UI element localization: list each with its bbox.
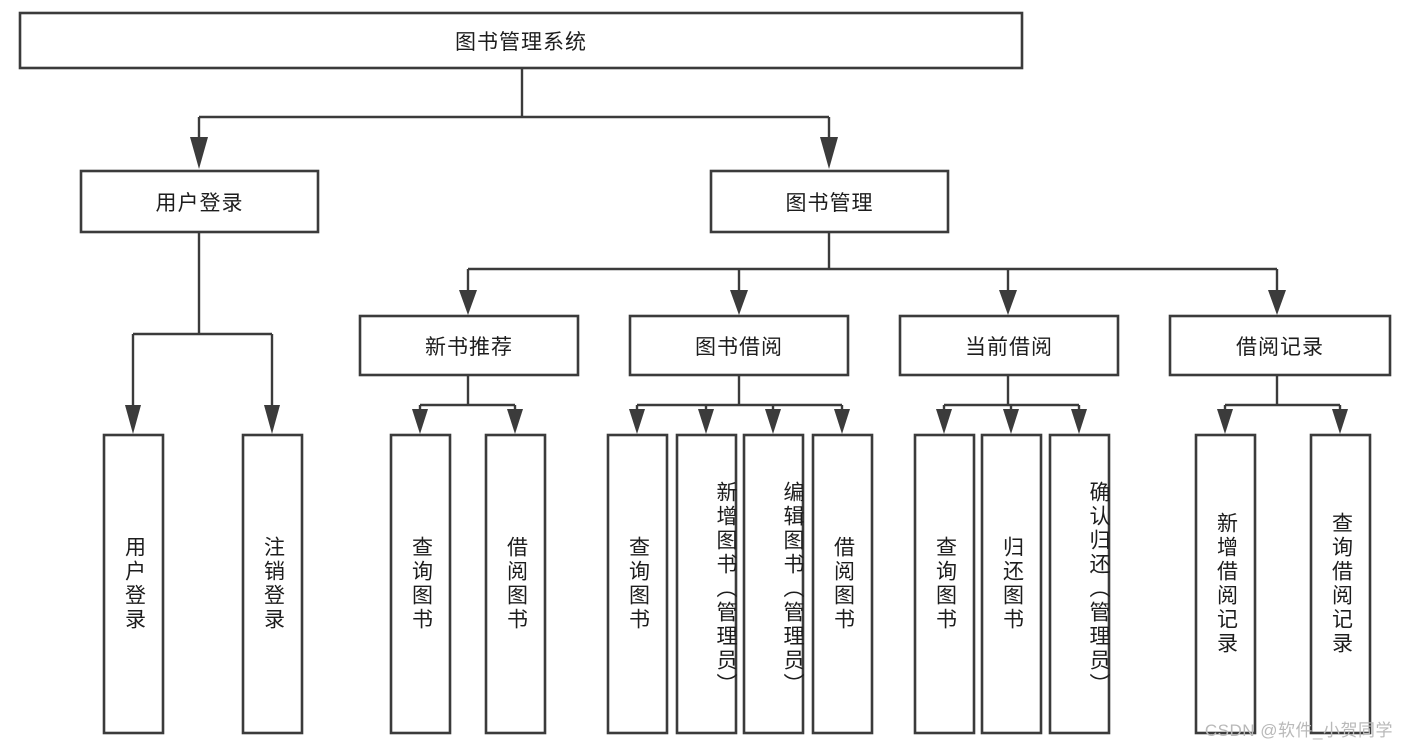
node-box-leaf-book-borrow-1[interactable] xyxy=(606,433,669,735)
node-box-leaf-current-borrow-1[interactable] xyxy=(913,433,976,735)
node-box-new-book-recommend[interactable] xyxy=(358,314,580,377)
node-box-current-borrow[interactable] xyxy=(898,314,1120,377)
arrow-head-leaf-user-login-1 xyxy=(125,405,141,434)
node-box-leaf-current-borrow-3[interactable] xyxy=(1048,433,1111,735)
arrow-head-leaf-book-borrow-2 xyxy=(698,409,714,434)
arrow-head-new-book-recommend xyxy=(459,290,477,315)
arrow-head-leaf-current-borrow-1 xyxy=(936,409,952,434)
csdn-watermark: CSDN @软件_小贺同学 xyxy=(1204,721,1393,740)
arrow-head-leaf-book-borrow-4 xyxy=(834,409,850,434)
arrow-head-leaf-current-borrow-2 xyxy=(1003,409,1019,434)
node-box-leaf-current-borrow-2[interactable] xyxy=(980,433,1043,735)
arrow-head-leaf-current-borrow-3 xyxy=(1071,409,1087,434)
arrow-head-borrow-record xyxy=(1268,290,1286,315)
node-box-user-login[interactable] xyxy=(79,169,320,234)
arrow-head-book-borrow xyxy=(730,290,748,315)
node-box-leaf-borrow-record-2[interactable] xyxy=(1309,433,1372,735)
arrow-head-current-borrow xyxy=(999,290,1017,315)
node-box-leaf-user-login-2[interactable] xyxy=(241,433,304,735)
arrow-head-book-manage xyxy=(820,137,838,169)
arrow-head-leaf-new-book-1 xyxy=(412,409,428,434)
arrow-head-leaf-borrow-record-2 xyxy=(1332,409,1348,434)
node-box-root[interactable] xyxy=(18,11,1024,70)
arrow-head-leaf-new-book-2 xyxy=(507,409,523,434)
node-box-borrow-record[interactable] xyxy=(1168,314,1392,377)
node-box-leaf-book-borrow-2[interactable] xyxy=(675,433,738,735)
arrow-head-leaf-borrow-record-1 xyxy=(1217,409,1233,434)
node-box-leaf-user-login-1[interactable] xyxy=(102,433,165,735)
arrow-head-leaf-book-borrow-1 xyxy=(629,409,645,434)
node-box-leaf-book-borrow-3[interactable] xyxy=(742,433,805,735)
arrow-head-leaf-user-login-2 xyxy=(264,405,280,434)
node-box-leaf-borrow-record-1[interactable] xyxy=(1194,433,1257,735)
node-box-leaf-new-book-1[interactable] xyxy=(389,433,452,735)
node-box-leaf-book-borrow-4[interactable] xyxy=(811,433,874,735)
node-box-leaf-new-book-2[interactable] xyxy=(484,433,547,735)
node-box-book-manage[interactable] xyxy=(709,169,950,234)
arrow-head-user-login xyxy=(190,137,208,169)
node-box-book-borrow[interactable] xyxy=(628,314,850,377)
arrow-head-leaf-book-borrow-3 xyxy=(765,409,781,434)
